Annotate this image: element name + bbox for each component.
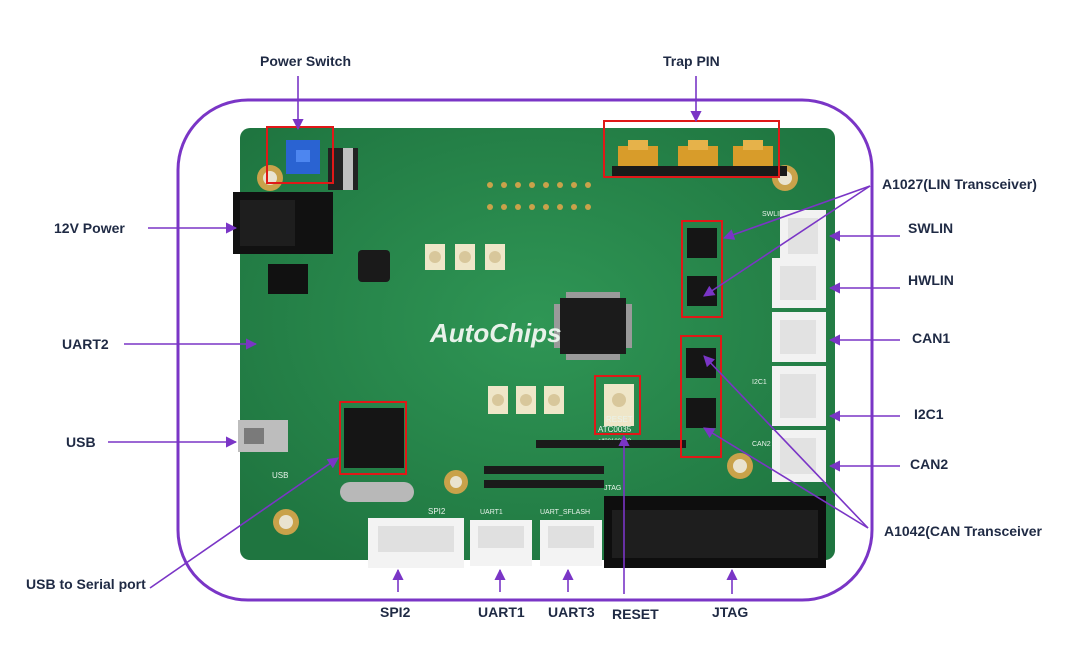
power-jack xyxy=(233,192,333,254)
label-hwlin: HWLIN xyxy=(908,272,954,288)
uart1-connector xyxy=(470,520,532,566)
inductor xyxy=(358,250,390,282)
reset-highlight xyxy=(594,375,641,435)
tact-buttons-bottom xyxy=(488,386,564,414)
jtag-header xyxy=(604,496,826,568)
label-a1042: A1042(CAN Transceiver xyxy=(884,523,1042,539)
mcu-chip xyxy=(560,298,626,354)
arrow-a1042-1 xyxy=(703,355,869,529)
label-reset: RESET xyxy=(612,606,659,622)
can-transceivers xyxy=(686,348,716,428)
trap-pin-jumpers xyxy=(612,140,787,176)
usb-silk: USB xyxy=(272,471,288,480)
tact-buttons-top xyxy=(425,244,505,270)
usb-serial-chip xyxy=(344,408,404,468)
spi2-connector xyxy=(368,518,464,568)
label-can2: CAN2 xyxy=(910,456,949,472)
label-a1027: A1027(LIN Transceiver) xyxy=(882,176,1037,192)
spi2-silk: SPI2 xyxy=(428,507,446,516)
label-uart3: UART3 xyxy=(548,604,595,620)
uart3-connector xyxy=(540,520,602,566)
label-uart1: UART1 xyxy=(478,604,525,620)
label-i2c1: I2C1 xyxy=(914,406,944,422)
board-logo: AutoChips xyxy=(429,318,561,348)
callout-arrows xyxy=(108,76,900,594)
can-highlight xyxy=(680,335,722,458)
reset-silk: RESET xyxy=(606,415,633,424)
uart1-silk: UART1 xyxy=(480,509,503,516)
uart-sflash-silk: UART_SFLASH xyxy=(540,509,590,516)
crystal xyxy=(340,482,414,502)
side-connectors xyxy=(772,210,826,482)
arrow-a1042-2 xyxy=(703,427,869,529)
pin-header-top xyxy=(487,182,591,210)
usb-serial-highlight xyxy=(339,401,407,475)
chip-name-silk: ATC0035 xyxy=(598,425,632,434)
label-usb: USB xyxy=(66,434,96,450)
lin-highlight xyxy=(681,220,723,318)
label-swlin: SWLIN xyxy=(908,220,954,236)
label-12v-power: 12V Power xyxy=(54,220,125,236)
i2c1-silk: I2C1 xyxy=(752,379,767,386)
pin-header-bottom xyxy=(484,440,686,488)
label-usb-serial: USB to Serial port xyxy=(26,576,146,592)
regulator-chip xyxy=(268,264,308,294)
label-uart2: UART2 xyxy=(62,336,109,352)
arrow-usb-serial xyxy=(149,457,339,589)
jtag-silk: JTAG xyxy=(604,485,621,492)
label-can1: CAN1 xyxy=(912,330,951,346)
arrow-a1027-2 xyxy=(703,185,871,297)
label-trap-pin: Trap PIN xyxy=(663,53,720,69)
label-jtag: JTAG xyxy=(712,604,749,620)
label-power-switch: Power Switch xyxy=(260,53,352,69)
swlin-silk: SWLIN xyxy=(762,211,784,218)
label-spi2: SPI2 xyxy=(380,604,411,620)
board-outline xyxy=(176,98,874,602)
arrow-a1027-1 xyxy=(722,185,871,240)
can2-silk: CAN2 xyxy=(752,441,771,448)
